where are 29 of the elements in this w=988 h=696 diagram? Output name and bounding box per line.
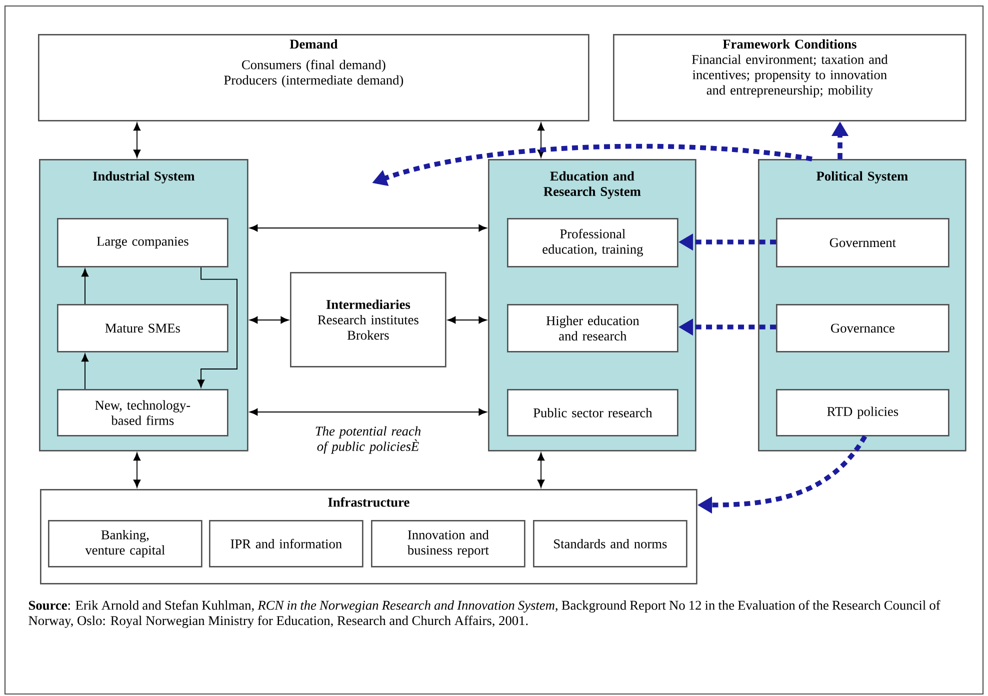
process-box: Public sector research [507,389,678,436]
arrow [250,316,289,324]
note-text: The potential reach of public policiesÈ [316,426,421,454]
arrow [81,354,89,390]
arrow [537,122,545,158]
process-box: Innovation and business report [371,520,526,568]
process-box: Large companies [57,218,228,268]
process-box: Higher education and research [507,304,678,352]
process-box: Government [776,218,950,268]
process-box: Governance [776,304,950,352]
arrow [133,122,141,158]
process-box: Mature SMEs [57,304,228,352]
arrow [448,316,487,324]
group-box: Demand Consumers (final demand) Producers (intermediate demand) [38,34,590,122]
process-box: Banking, venture capital [48,520,202,568]
arrow [537,452,545,488]
process-box: New, technology-based firms [57,389,228,436]
process-box: Professional education, training [507,218,678,268]
process-box: IPR and information [209,520,364,568]
group-box: Framework Conditions Financial environment; taxation and incentives; propensity to innovation and entrepreneurship; mobility [613,34,966,122]
arrow [133,452,141,488]
arrow [197,266,238,388]
process-box: RTD policies [776,389,950,436]
process-box: Intermediaries Research institutes Brokers [290,272,446,368]
arrow [250,224,487,232]
arrow [250,408,487,416]
source-note: Source: Erik Arnold and Stefan Kuhlman, RCN in the Norwegian Research and Innovation System, Background Report No 12 in the Evaluation of the Research Council of Norway, Oslo: Royal Norwegian Ministry for Education, Research and Church Affairs, 2001. [28,600,940,628]
process-box: Standards and norms [533,520,688,568]
arrow [81,268,89,304]
